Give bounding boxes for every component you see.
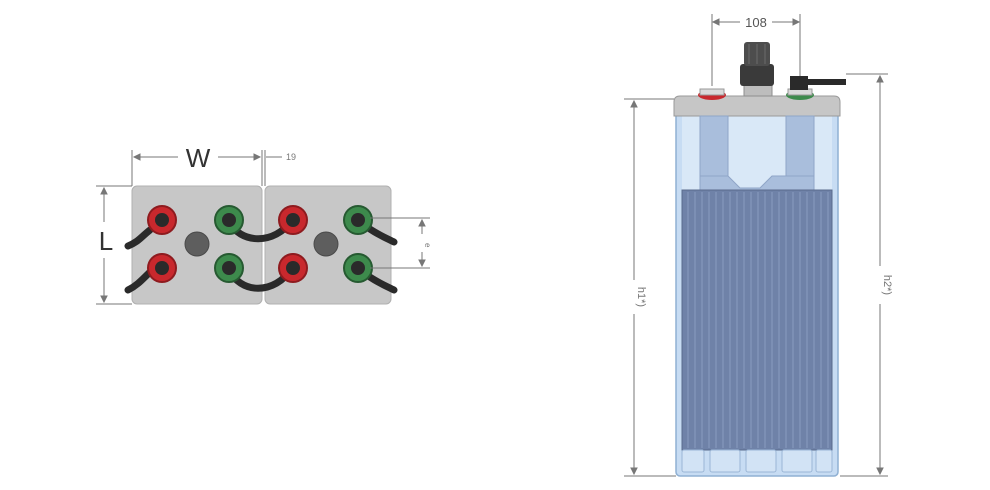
cable-connector [790, 76, 846, 90]
top-width-dimension [711, 14, 801, 86]
terminal-negative [214, 205, 244, 235]
side-view: 108 h1*) h2*) [624, 14, 893, 477]
pole-bridge-right [785, 115, 815, 181]
terminal-negative [214, 253, 244, 283]
width-label: W [186, 143, 211, 173]
pole-bridge-left [699, 115, 729, 181]
terminal-positive [147, 205, 177, 235]
h2-dimension [840, 73, 888, 477]
plate-stack [681, 189, 833, 451]
h2-label: h2*) [881, 275, 893, 295]
pitch-label: e [423, 243, 432, 248]
vent-plug-left [184, 231, 210, 257]
length-label: L [99, 226, 113, 256]
terminal-positive [278, 205, 308, 235]
h1-label: h1*) [635, 287, 647, 307]
terminal-negative [343, 253, 373, 283]
cable [124, 226, 154, 250]
length-dimension [96, 185, 132, 305]
terminal-positive [278, 253, 308, 283]
container-feet [681, 449, 833, 473]
top-view: W 19 L e [96, 143, 432, 305]
h1-dimension [624, 98, 676, 477]
gap-dimension [264, 150, 282, 186]
top-width-label: 108 [745, 15, 767, 30]
lid [673, 95, 841, 117]
vent-plug-side [740, 42, 774, 97]
vent-plug-right [313, 231, 339, 257]
terminal-positive [147, 253, 177, 283]
plate-separators [687, 192, 829, 448]
terminal-negative-side [786, 88, 814, 100]
terminal-positive-side [698, 88, 726, 100]
terminal-negative [343, 205, 373, 235]
pitch-dimension [370, 217, 430, 269]
gap-label: 19 [286, 152, 296, 162]
cable [124, 268, 154, 294]
width-dimension [131, 150, 263, 186]
